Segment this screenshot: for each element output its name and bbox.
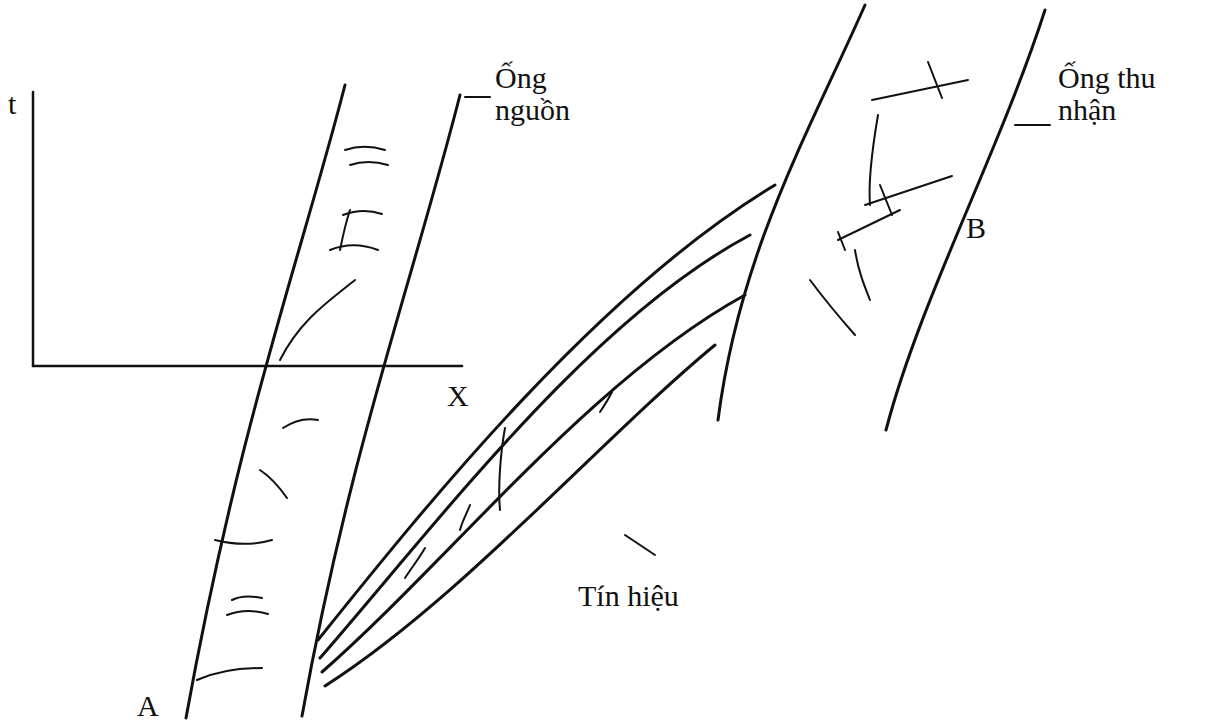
axis-label: X (447, 380, 469, 412)
part-label: Ống thu nhận (1058, 62, 1183, 125)
axes (33, 92, 462, 366)
signal-label: Tín hiệu (578, 580, 679, 612)
label-anchor: Ống thu nhận (1058, 62, 1183, 125)
signal-marks (405, 392, 655, 578)
label-anchor: B (966, 212, 986, 244)
label-anchor: Ống nguồn (495, 62, 605, 125)
signal-band (318, 185, 775, 686)
point-label: A (137, 690, 159, 722)
source-tube (186, 85, 460, 718)
part-label: Ống nguồn (495, 62, 605, 125)
receiver-marks (810, 62, 1050, 335)
label-anchor: A (137, 690, 159, 722)
label-anchor: X (447, 380, 469, 412)
axis-label: t (8, 88, 16, 120)
point-label: B (966, 212, 986, 244)
label-anchor: Tín hiệu (578, 580, 679, 612)
label-anchor: t (8, 88, 16, 120)
receiver-tube (718, 5, 1045, 430)
